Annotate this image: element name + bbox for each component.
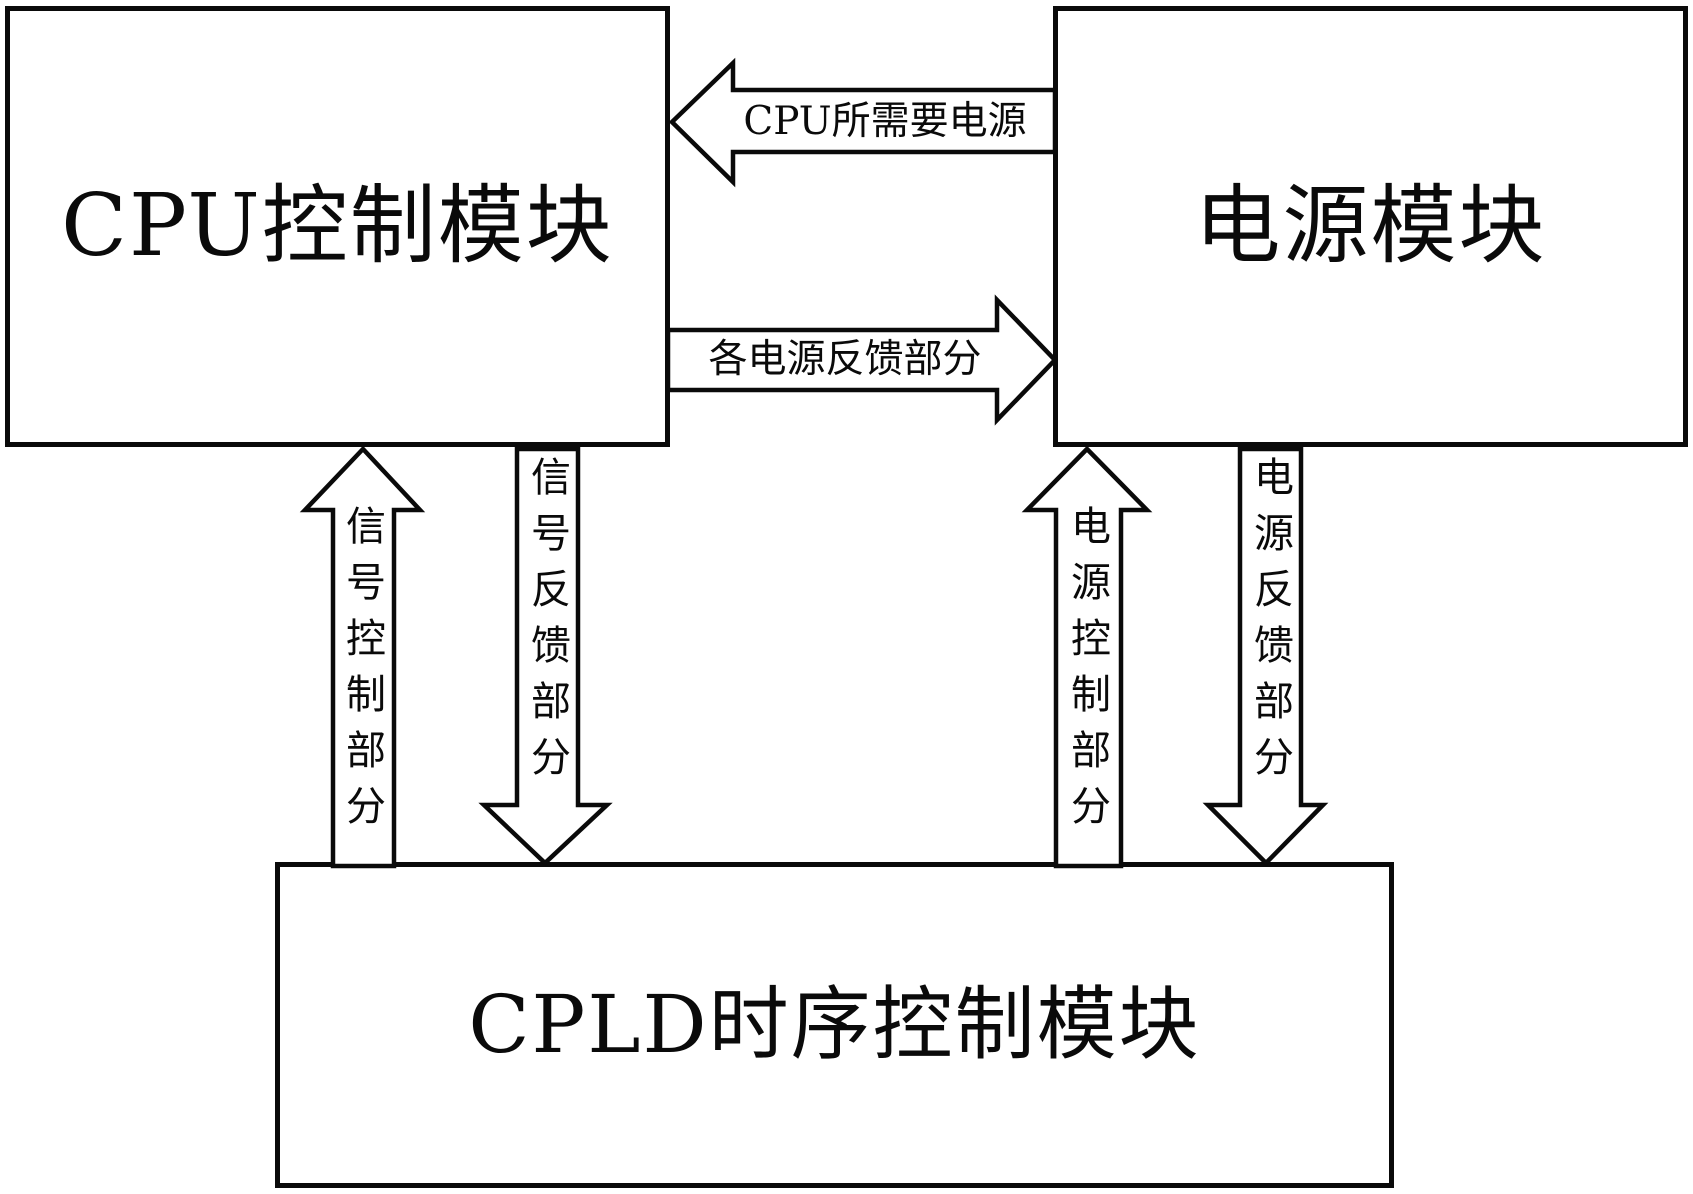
power-module-box: 电源模块 xyxy=(1053,6,1688,447)
cpld-timing-control-module-label: CPLD时序控制模块 xyxy=(468,978,1201,1071)
cpld-timing-control-module-box: CPLD时序控制模块 xyxy=(275,862,1394,1188)
cpu-control-module-box: CPU控制模块 xyxy=(5,6,670,447)
arrow-label-signal-control: 信号控制部分 xyxy=(339,505,385,841)
power-module-label: 电源模块 xyxy=(1194,176,1547,277)
cpu-control-module-label: CPU控制模块 xyxy=(61,176,614,277)
arrow-label-signal-feedback: 信号反馈部分 xyxy=(524,456,570,792)
arrow-label-power-feedback: 电源反馈部分 xyxy=(1247,456,1293,792)
arrow-label-cpu-required-power: CPU所需要电源 xyxy=(743,99,1027,144)
arrow-label-power-feedback-sections: 各电源反馈部分 xyxy=(708,337,982,382)
arrow-label-power-control: 电源控制部分 xyxy=(1064,505,1110,841)
